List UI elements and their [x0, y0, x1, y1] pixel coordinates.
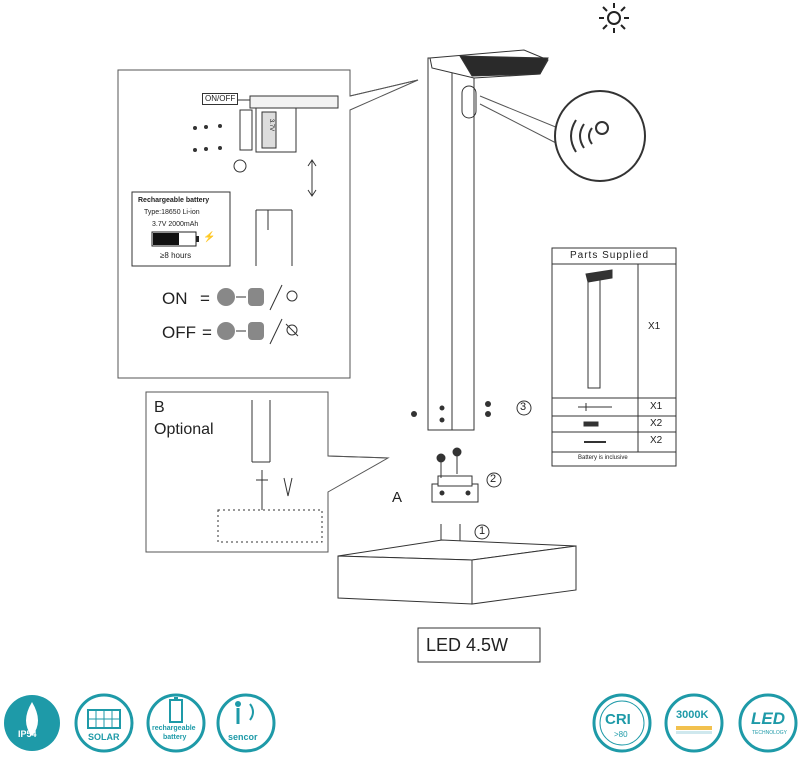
sensor-badge-text: sencor — [228, 732, 258, 742]
parts-table-title: Parts Supplied — [570, 250, 650, 261]
solar-badge-text: SOLAR — [88, 732, 120, 742]
side-screws — [411, 401, 491, 417]
sensor-badge — [216, 693, 276, 753]
option-b-letter: B — [154, 399, 165, 416]
rechargeable-badge-text-1: rechargeable — [152, 725, 196, 732]
rechargeable-badge-text-2: battery — [163, 734, 187, 741]
parts-qty-pole: X1 — [648, 321, 661, 332]
step-3-label: 3 — [520, 401, 527, 413]
battery-compartment — [236, 95, 339, 153]
rechargeable-battery-badge — [146, 693, 206, 753]
step-1-label: 1 — [479, 525, 486, 537]
step-2-label: 2 — [490, 473, 497, 485]
screws-icon — [193, 124, 222, 152]
motion-sensor-icon — [570, 119, 609, 153]
off-label: OFF — [162, 323, 196, 342]
off-sequence-icons — [217, 318, 299, 345]
rotate-icon — [233, 159, 247, 173]
switch-label: ON/OFF — [202, 93, 239, 105]
parts-table — [551, 247, 677, 467]
cct-badge-text: 3000K — [676, 709, 709, 721]
pole-detail — [255, 209, 293, 266]
ip54-badge — [4, 695, 60, 751]
power-label-box — [417, 627, 541, 663]
optional-panel — [145, 391, 390, 553]
parts-qty-spike: X1 — [650, 401, 663, 412]
battery-card-title: Rechargeable battery — [138, 197, 210, 204]
ground-stake-detail — [217, 400, 323, 543]
battery-card — [131, 191, 231, 267]
on-equals: = — [200, 289, 210, 308]
battery-cell-label: 3.7V — [268, 118, 275, 132]
on-label: ON — [162, 289, 188, 308]
ip-badge-text: IP54 — [18, 729, 37, 739]
led-badge-text: LED — [751, 709, 785, 728]
parts-qty-dowel: X2 — [650, 418, 663, 429]
sun-icon — [599, 3, 629, 33]
parts-footer: Battery is inclusive — [578, 455, 628, 461]
led-badge-sub: TECHNOLOGY — [752, 730, 788, 736]
mounting-screws — [436, 447, 462, 546]
battery-lightning-icon: ⚡ — [203, 232, 216, 243]
mounting-bracket — [431, 475, 479, 503]
bollard-pole — [427, 49, 549, 431]
concrete-base — [337, 539, 577, 605]
power-label: LED 4.5W — [426, 635, 509, 655]
cri-badge-text: CRI — [605, 711, 631, 728]
cri-badge-value: >80 — [614, 730, 628, 739]
parts-qty-screw: X2 — [650, 435, 663, 446]
battery-card-type: Type:18650 Li-ion — [144, 209, 200, 216]
led-badge — [738, 693, 798, 753]
assembly-a-label: A — [392, 489, 403, 506]
cct-badge — [664, 693, 724, 753]
option-b-label: Optional — [154, 421, 214, 438]
sensor-detail-circle — [554, 90, 646, 182]
solar-badge — [74, 693, 134, 753]
step-markers — [474, 400, 532, 540]
battery-card-hours: ≥8 hours — [160, 251, 192, 260]
on-sequence-icons — [217, 284, 298, 311]
battery-card-spec: 3.7V 2000mAh — [152, 221, 199, 228]
cri-badge — [592, 693, 652, 753]
off-equals: = — [202, 323, 212, 342]
up-down-arrow-icon — [307, 159, 317, 197]
battery-level-icon — [151, 231, 199, 247]
